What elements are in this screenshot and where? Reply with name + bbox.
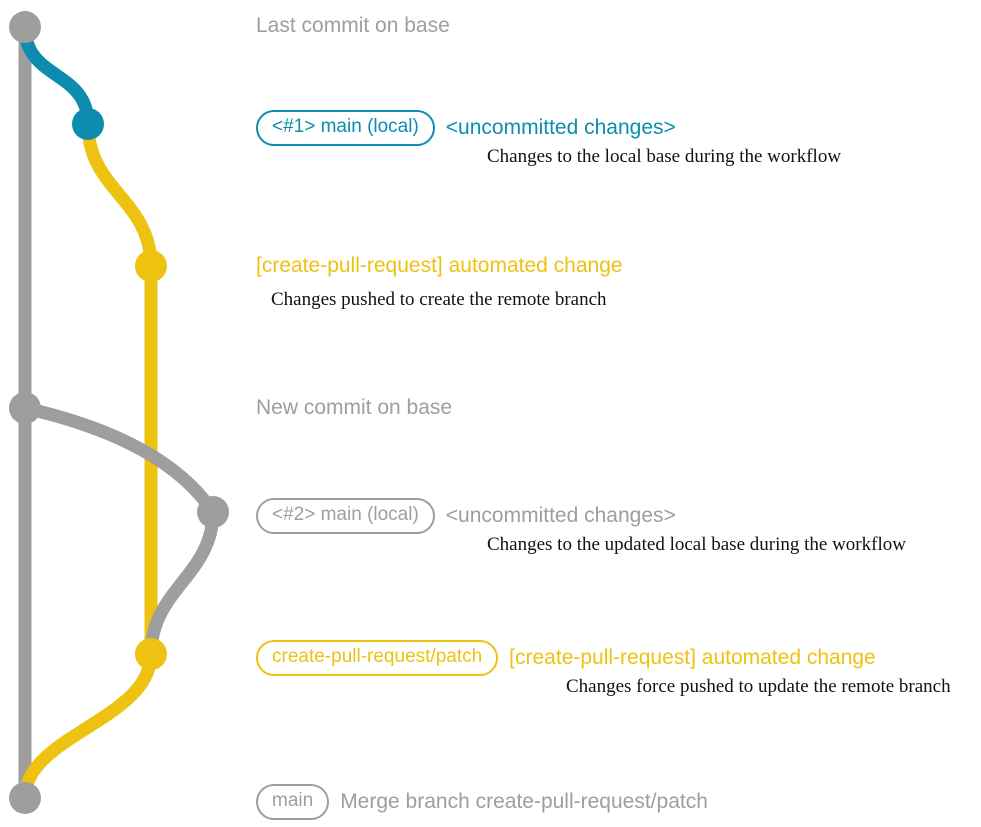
edge-local-1-to-automated-1 [81,117,158,273]
commit-row-last-commit-on-base: Last commit on base [256,14,450,37]
commit-node-last-base[interactable] [9,11,41,43]
commit-subject: [create-pull-request] automated change [509,646,876,670]
branch-badge-main-local-2[interactable]: <#2> main (local) [256,498,435,534]
commit-node-local-2[interactable] [197,496,229,528]
edge-local-2-to-automated-2 [144,505,220,661]
commit-row-local-1: <#1> main (local) <uncommitted changes> [256,110,676,146]
commit-row-merge: main Merge branch create-pull-request/pa… [256,784,708,820]
commit-row-new-commit-on-base: New commit on base [256,396,452,419]
commit-subject: Last commit on base [256,14,450,37]
commit-row-automated-change-1: [create-pull-request] automated change [256,254,623,277]
commit-node-automated-1[interactable] [135,250,167,282]
edge-base-to-local-1 [18,20,95,131]
branch-badge-main[interactable]: main [256,784,330,820]
branch-badge-main-local-1[interactable]: <#1> main (local) [256,110,435,146]
edge-automated-2-to-merge [18,647,158,805]
commit-note-local-1: Changes to the local base during the wor… [487,146,842,167]
commit-note-automated-change-2: Changes force pushed to update the remot… [566,676,951,697]
commit-node-automated-2[interactable] [135,638,167,670]
commit-subject: <uncommitted changes> [445,504,676,528]
commit-row-automated-change-2: create-pull-request/patch [create-pull-r… [256,640,876,676]
commit-node-new-base[interactable] [9,392,41,424]
commit-node-local-1[interactable] [72,108,104,140]
branch-badge-create-pull-request-patch[interactable]: create-pull-request/patch [256,640,499,676]
commit-subject: <uncommitted changes> [445,116,676,140]
commit-row-local-2: <#2> main (local) <uncommitted changes> [256,498,676,534]
commit-subject: New commit on base [256,396,453,419]
commit-node-merge[interactable] [9,782,41,814]
commit-subject: [create-pull-request] automated change [256,254,623,277]
edge-new-base-to-local-2 [18,401,220,519]
commit-note-automated-change-1: Changes pushed to create the remote bran… [271,289,607,310]
commit-note-local-2: Changes to the updated local base during… [487,534,906,555]
commit-subject: Merge branch create-pull-request/patch [340,790,708,814]
